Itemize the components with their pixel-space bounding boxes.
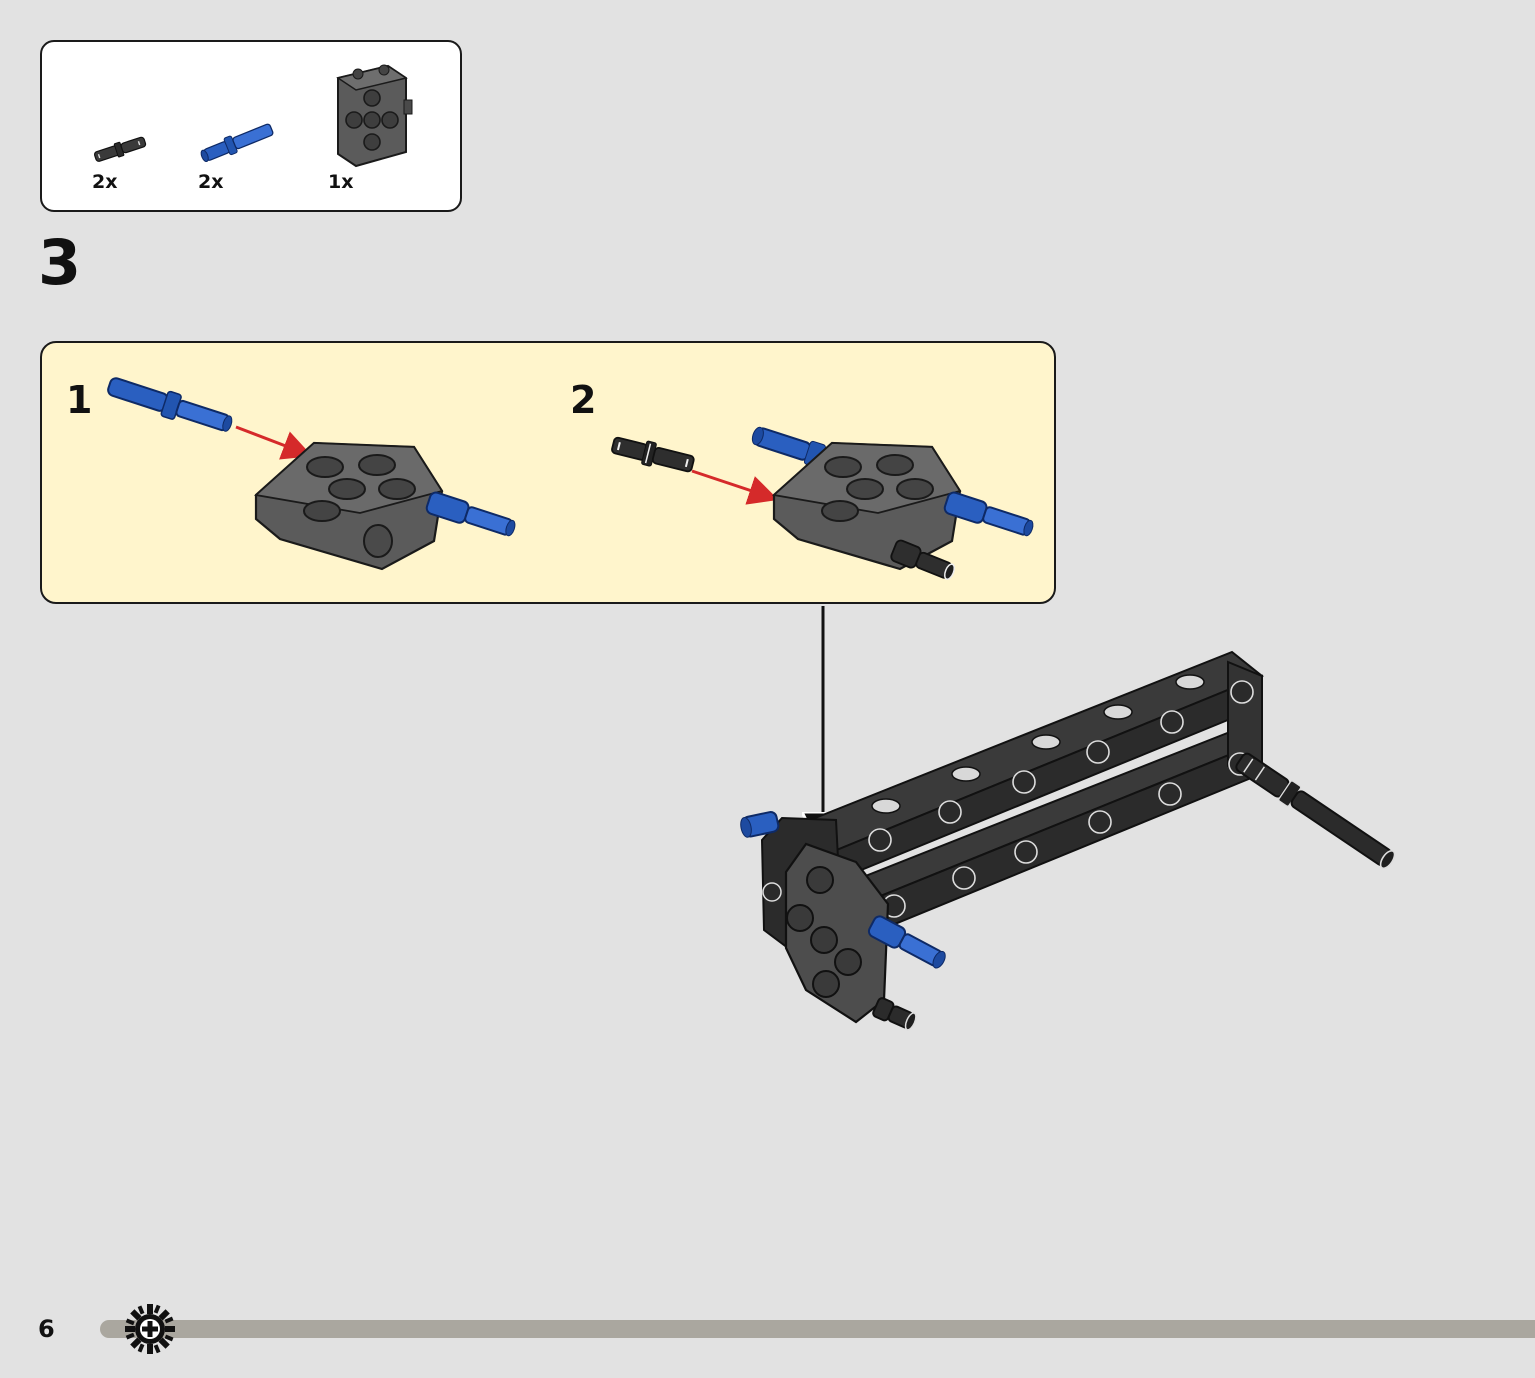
connector-block-placed: [784, 842, 890, 1024]
substep-illustration: [107, 377, 1034, 580]
connector-block-substep1: [254, 441, 444, 571]
black-friction-pin-inserted-2: [890, 539, 956, 580]
axle-pin-right-end: [1235, 752, 1396, 870]
insert-arrow-1: [235, 425, 313, 460]
blue-axle-pin-inserted-2: [943, 491, 1034, 537]
connector-block-icon: [336, 64, 413, 168]
gear-icon: [125, 1304, 175, 1354]
blue-axle-pin-front: [867, 915, 946, 969]
substep-number-2: 2: [570, 378, 597, 422]
beam-frame: [788, 650, 1264, 946]
black-friction-pin-front: [872, 997, 917, 1031]
parts-qty-blue-pin: 2x: [198, 171, 224, 193]
parts-list-box: 2x 2x 1x: [40, 40, 462, 212]
substep-number-1: 1: [66, 378, 93, 422]
page-number: 6: [38, 1315, 55, 1343]
insert-arrow-2: [691, 469, 779, 505]
parts-qty-black-pin: 2x: [92, 171, 118, 193]
connector-block-substep2: [772, 441, 962, 571]
substep-callout: 1 2: [40, 341, 1056, 604]
blue-axle-pin-substep1: [107, 377, 233, 432]
black-friction-pin-icon: [93, 136, 147, 162]
parts-qty-connector-block: 1x: [328, 171, 354, 193]
black-friction-pin-substep2: [611, 436, 695, 473]
step-number: 3: [38, 226, 82, 299]
blue-axle-pin-inserted-1: [425, 491, 516, 537]
progress-bar: [100, 1320, 1535, 1338]
blue-axle-pin-back-left: [740, 811, 780, 838]
front-end-plate: [760, 816, 844, 962]
blue-axle-pin-icon: [200, 123, 274, 163]
